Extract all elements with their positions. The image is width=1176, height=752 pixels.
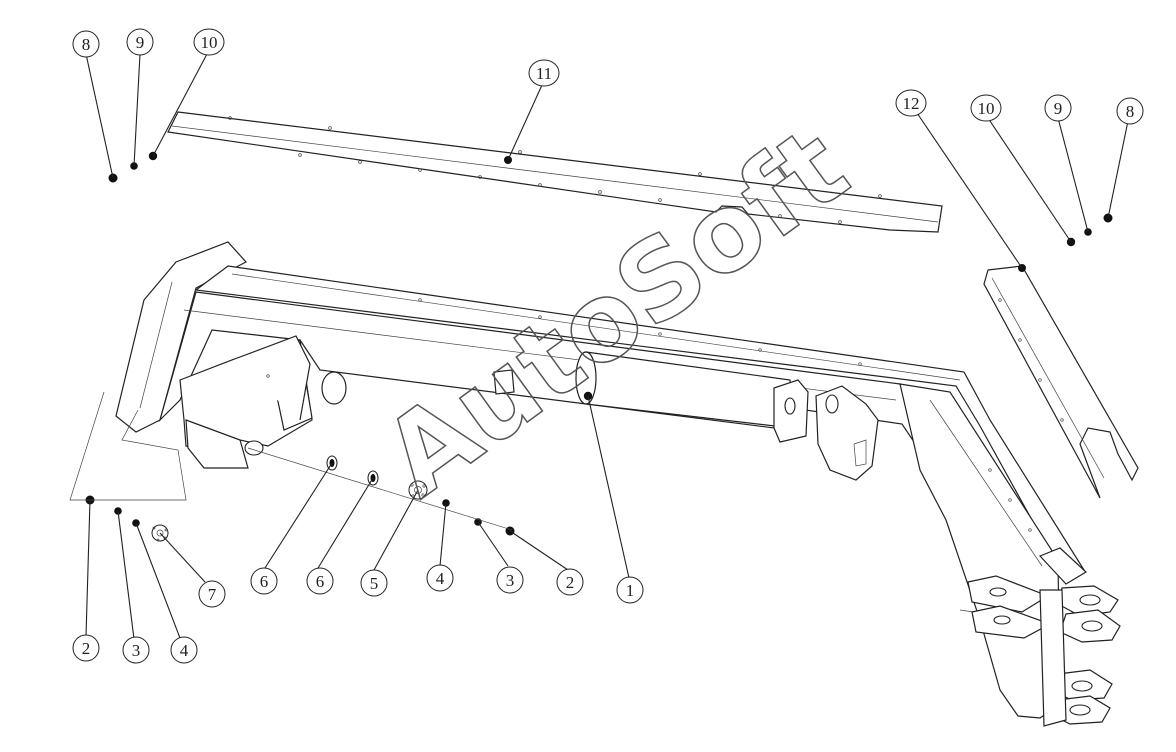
callout-10-right: 10 [970, 94, 1002, 122]
svg-text:1: 1 [626, 581, 635, 600]
callout-6-a: 6 [250, 567, 278, 595]
side-plate-12 [983, 265, 1139, 499]
svg-text:6: 6 [316, 572, 325, 591]
callout-12: 12 [895, 89, 927, 117]
callout-11: 11 [528, 59, 560, 87]
leader-lines [85, 53, 1129, 640]
callout-9-right: 9 [1044, 94, 1072, 122]
svg-text:4: 4 [436, 569, 445, 588]
callout-7: 7 [198, 580, 226, 608]
svg-text:2: 2 [82, 639, 91, 658]
axis-lines [69, 391, 513, 531]
svg-text:9: 9 [1054, 99, 1063, 118]
svg-text:8: 8 [1126, 102, 1135, 121]
callout-4-left: 4 [170, 636, 198, 664]
svg-text:5: 5 [370, 574, 379, 593]
callout-6-b: 6 [306, 567, 334, 595]
svg-text:10: 10 [201, 33, 218, 52]
callout-4-right: 4 [426, 564, 454, 592]
svg-text:3: 3 [132, 641, 141, 660]
callout-9-left: 9 [126, 28, 154, 56]
svg-text:4: 4 [180, 641, 189, 660]
svg-text:3: 3 [506, 571, 515, 590]
main-frame-1 [115, 241, 1121, 727]
callout-3-right: 3 [496, 566, 524, 594]
svg-text:11: 11 [536, 64, 552, 83]
callout-1: 1 [616, 576, 644, 604]
svg-text:2: 2 [566, 573, 575, 592]
callout-8-left: 8 [72, 30, 100, 58]
svg-text:10: 10 [978, 99, 995, 118]
callout-3-left: 3 [122, 636, 150, 664]
callouts: 8 9 10 11 12 10 9 8 2 3 4 7 6 6 5 4 3 2 … [72, 28, 1144, 664]
callout-8-right: 8 [1116, 97, 1144, 125]
callout-10-left: 10 [193, 28, 225, 56]
cover-plate-11 [167, 111, 943, 233]
callout-5: 5 [360, 569, 388, 597]
svg-text:6: 6 [260, 572, 269, 591]
svg-text:8: 8 [82, 35, 91, 54]
callout-2-left: 2 [72, 634, 100, 662]
svg-text:9: 9 [136, 33, 145, 52]
callout-2-right: 2 [556, 568, 584, 596]
svg-text:7: 7 [208, 585, 217, 604]
svg-text:12: 12 [903, 94, 920, 113]
